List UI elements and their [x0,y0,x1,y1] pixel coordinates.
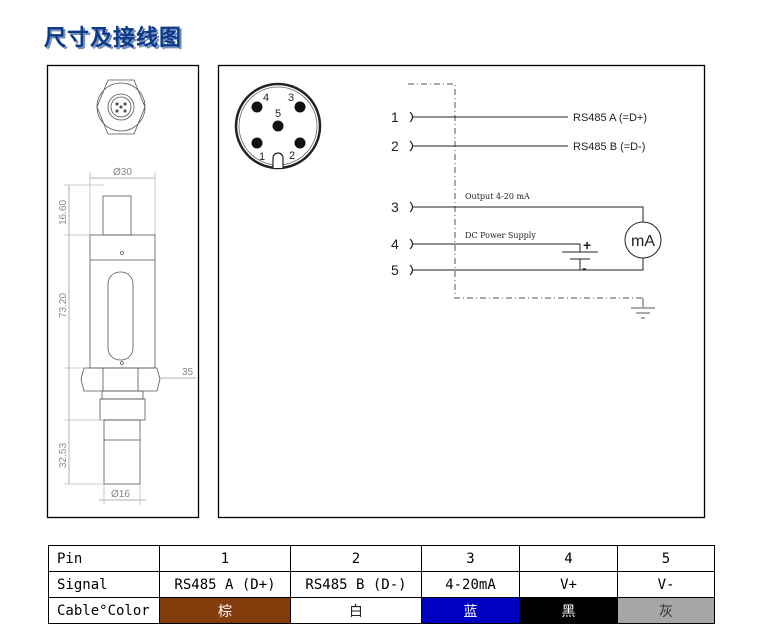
wire-pin-5: 5 [391,262,399,278]
output-label: Output 4-20 mA [465,192,530,201]
color-cell: 棕 [159,597,291,624]
wire-pin-2: 2 [391,138,399,154]
wire-pin-3: 3 [391,199,399,215]
wire-pin-1: 1 [391,109,399,125]
wiring-panel [217,64,706,519]
color-cell: 灰 [617,597,715,624]
sensor-drawing [64,79,196,505]
dim-probe-height: 32.53 [58,443,69,468]
cell: 4 [519,545,618,572]
table-row-pin: Pin 1 2 3 4 5 [48,545,715,572]
dimension-panel [46,64,200,519]
color-cell: 黑 [519,597,618,624]
dim-probe-diameter: Ø16 [111,489,130,500]
cell: RS485 A (D+) [159,571,291,598]
plus-sign: + [583,237,591,253]
pin-label-2: 2 [289,150,295,162]
header-color: Cable°Color [48,597,160,624]
pin-label-3: 3 [288,92,294,104]
cell: 1 [159,545,291,572]
header-pin: Pin [48,545,160,572]
page-title: 尺寸及接线图 [44,25,183,51]
cell: RS485 B (D-) [290,571,422,598]
rs485b-label: RS485 B (=D-) [573,141,645,153]
diagram-area: Ø30 16.60 73.20 35 32.53 Ø16 4 3 5 1 2 [46,64,706,519]
table-row-signal: Signal RS485 A (D+) RS485 B (D-) 4-20mA … [48,571,715,598]
color-cell: 蓝 [421,597,520,624]
minus-sign: - [582,260,587,276]
wire-pin-4: 4 [391,236,399,252]
pin-label-1: 1 [259,151,265,163]
cell: 5 [617,545,715,572]
cell: 4-20mA [421,571,520,598]
pin-label-5: 5 [275,108,281,120]
ground-icon [631,307,655,319]
cell: V+ [519,571,618,598]
color-cell: 白 [290,597,422,624]
power-label: DC Power Supply [465,231,536,240]
dim-hex-size: 35 [182,367,194,378]
cell: V- [617,571,715,598]
dim-body-height: 73.20 [58,293,69,318]
cell: 3 [421,545,520,572]
dim-top-diameter: Ø30 [113,167,132,178]
connector-pinout: 4 3 5 1 2 [234,82,322,170]
header-signal: Signal [48,571,160,598]
wiring-diagram [408,83,662,319]
dim-connector-height: 16.60 [58,200,69,225]
pin-table: Pin 1 2 3 4 5 Signal RS485 A (D+) RS485 … [48,545,715,624]
rs485a-label: RS485 A (=D+) [573,112,647,124]
cell: 2 [290,545,422,572]
table-row-color: Cable°Color 棕 白 蓝 黑 灰 [48,597,715,624]
meter-label: mA [631,233,655,250]
top-view-icon [96,79,146,135]
pin-label-4: 4 [263,92,269,104]
